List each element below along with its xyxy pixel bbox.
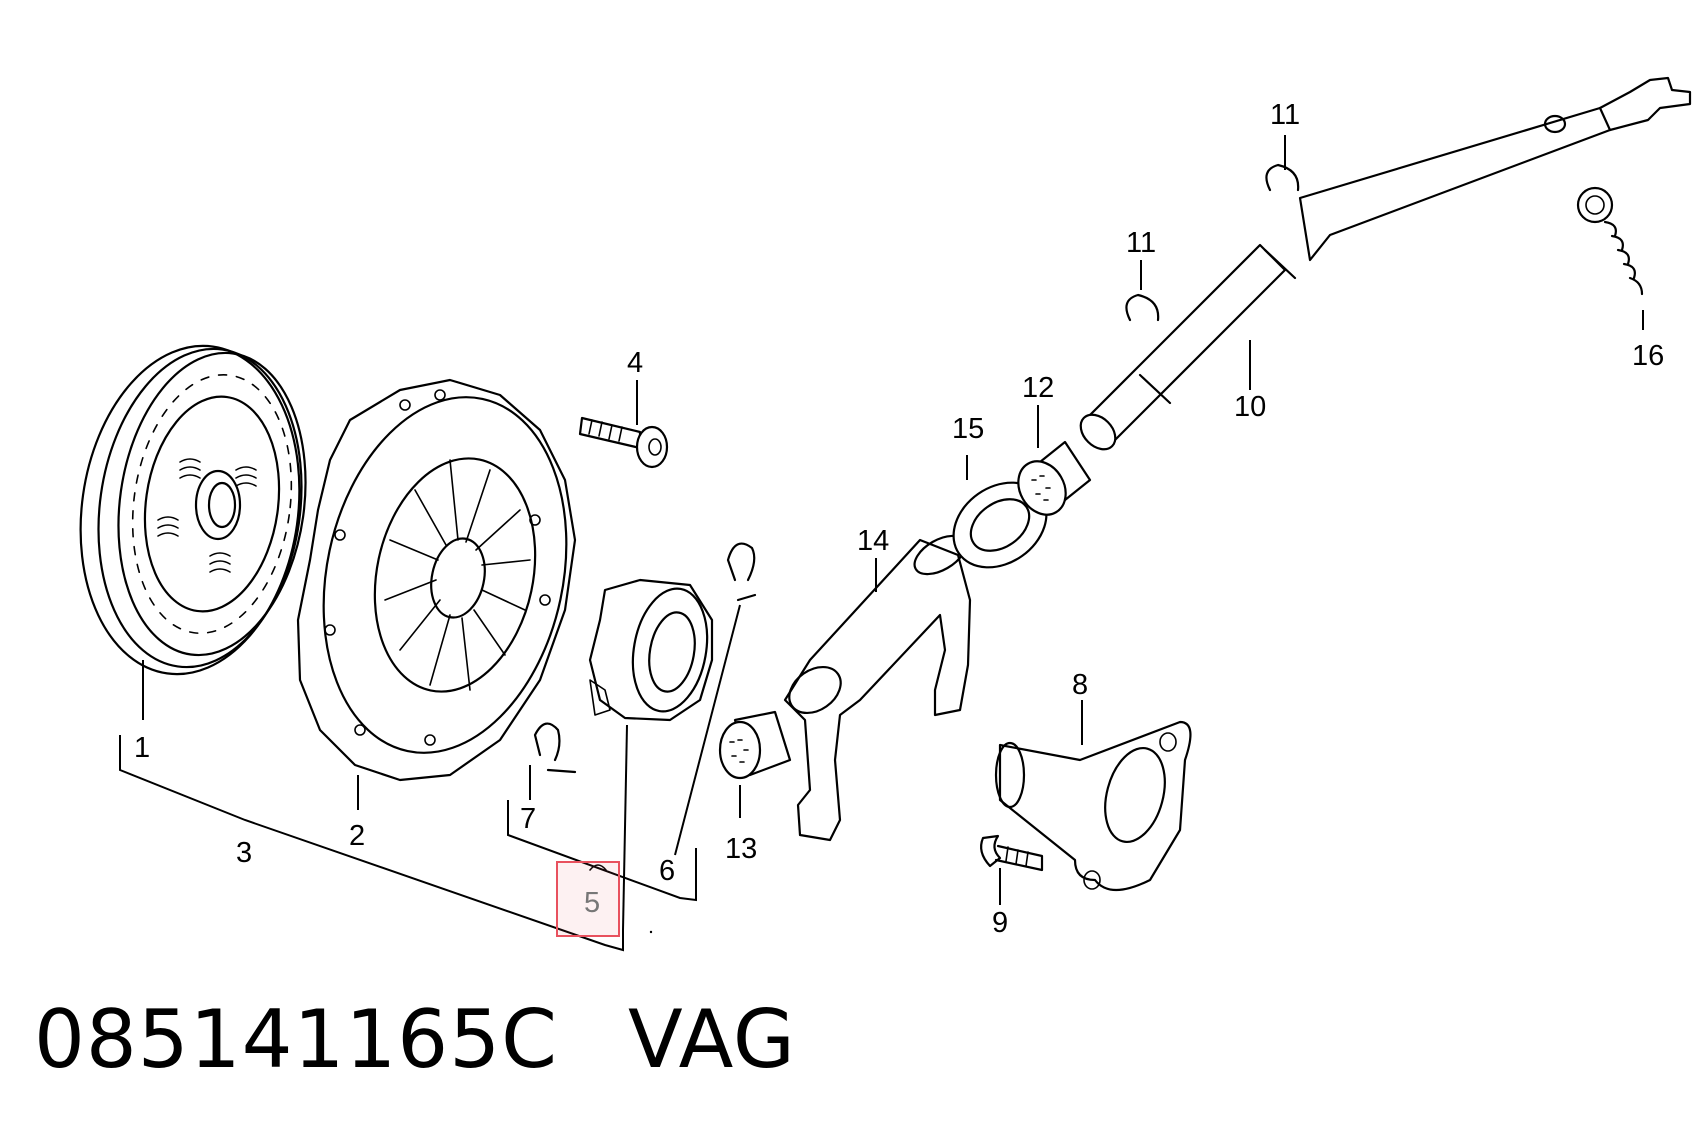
callout-12: 12	[1022, 372, 1054, 404]
callout-14: 14	[857, 525, 889, 557]
bolt-drawing	[578, 416, 669, 469]
callout-5-highlight-box	[556, 861, 620, 937]
callout-9: 9	[992, 907, 1008, 939]
callout-2: 2	[349, 820, 365, 852]
release-lever-drawing	[1079, 76, 1692, 451]
clip-7-drawing	[533, 722, 577, 774]
brand-name: VAG	[627, 993, 796, 1086]
clip-6-drawing	[726, 542, 757, 602]
clutch-disc-drawing	[79, 344, 307, 676]
circlip-11-drawing	[1125, 163, 1300, 322]
callout-15: 15	[952, 413, 984, 445]
callout-7: 7	[520, 803, 536, 835]
callout-labels: 1 2 3 4 5 6 7 8 9 10 11 11 12 13 14 15 1…	[134, 99, 1664, 939]
part-number: 085141165C	[34, 993, 558, 1086]
callout-13: 13	[725, 833, 757, 865]
leader-lines	[119, 135, 1644, 952]
screw-9-drawing	[980, 834, 1044, 872]
callout-8: 8	[1072, 669, 1088, 701]
bush-13-drawing	[718, 710, 792, 780]
callout-11-upper: 11	[1270, 99, 1300, 131]
callout-16: 16	[1632, 340, 1664, 372]
callout-3: 3	[236, 837, 252, 869]
pressure-plate-drawing	[296, 378, 577, 782]
callout-1: 1	[134, 732, 150, 764]
callout-6: 6	[659, 855, 675, 887]
release-bearing-drawing	[588, 578, 714, 722]
release-shaft-drawing	[783, 534, 972, 842]
seal-ring-drawing	[952, 481, 1048, 569]
callout-5: 5	[584, 887, 600, 919]
bush-12-drawing	[1017, 440, 1092, 516]
callout-10: 10	[1234, 391, 1266, 423]
part-caption: 085141165C VAG	[34, 995, 796, 1085]
callout-11-lower: 11	[1126, 227, 1156, 259]
callout-4: 4	[627, 347, 643, 379]
guide-sleeve-drawing	[994, 720, 1192, 891]
spring-16-drawing	[1576, 186, 1644, 296]
